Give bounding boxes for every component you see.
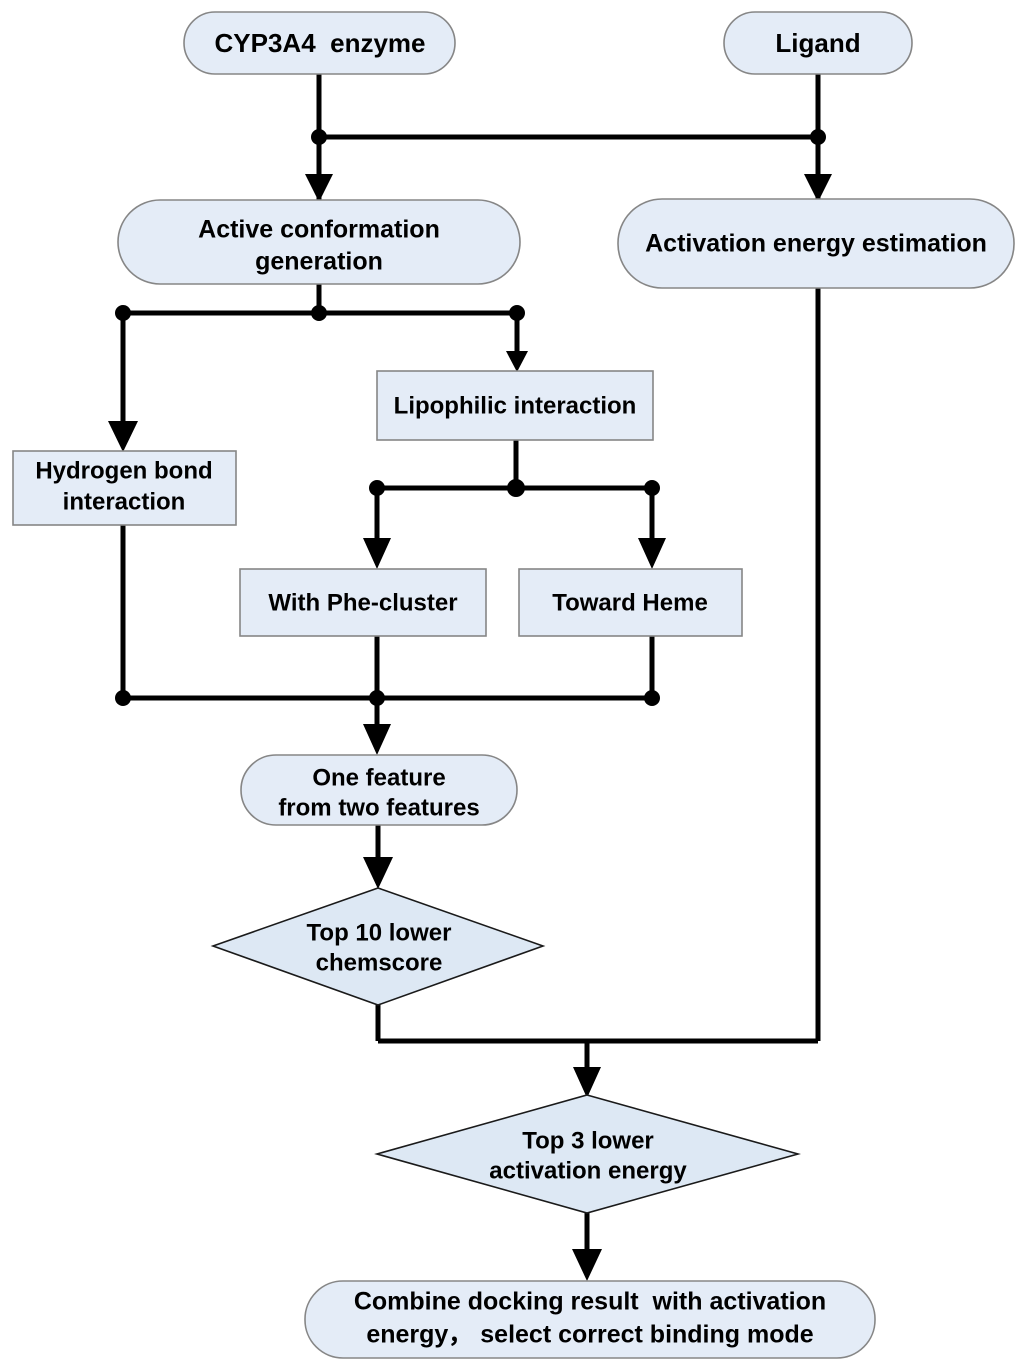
top-3-activation-label-line1: Top 3 lower: [522, 1127, 654, 1154]
junction-dot-rail1-center: [311, 305, 327, 321]
active-conformation-generation-shape[interactable]: [117, 199, 521, 285]
arrowhead-toward-heme: [638, 538, 666, 569]
one-feature-from-two-features-shape[interactable]: [240, 754, 518, 826]
connector-layer: [108, 73, 832, 1281]
activation-energy-estimation-shape[interactable]: [617, 198, 1015, 289]
arrowhead-one-feature: [363, 724, 391, 755]
arrowhead-top10-chemscore: [363, 857, 393, 889]
node-activation-energy-estimation[interactable]: Activation energy estimation: [617, 198, 1015, 289]
junction-dot-top-left: [311, 129, 327, 145]
active-conformation-generation-label-line1: Active conformation: [198, 216, 440, 244]
junction-dot-merge-left: [115, 690, 131, 706]
junction-dot-merge-right: [644, 690, 660, 706]
cyp3a4-enzyme-label: CYP3A4 enzyme: [215, 28, 426, 58]
combine-docking-result-shape[interactable]: [304, 1280, 876, 1359]
hydrogen-bond-interaction-shape[interactable]: [12, 450, 237, 526]
active-conformation-generation-label-line2: generation: [255, 248, 383, 276]
arrowhead-active-conformation: [305, 174, 333, 202]
top-10-chemscore-label-line2: chemscore: [316, 949, 443, 976]
arrowhead-with-phe-cluster: [363, 538, 391, 569]
one-feature-label-line2: from two features: [278, 794, 479, 821]
node-one-feature-from-two-features[interactable]: One feature from two features: [240, 754, 518, 826]
combine-docking-result-label-line2: energy， select correct binding mode: [366, 1321, 813, 1349]
lipophilic-interaction-shape[interactable]: [376, 370, 654, 441]
node-toward-heme[interactable]: Toward Heme: [518, 568, 743, 637]
node-lipophilic-interaction[interactable]: Lipophilic interaction: [376, 370, 654, 441]
top-10-chemscore-label-line1: Top 10 lower: [307, 919, 452, 946]
combine-docking-result-label-line1: Combine docking result with activation: [354, 1288, 826, 1316]
top-3-lower-activation-energy-shape[interactable]: [374, 1094, 801, 1214]
node-ligand[interactable]: Ligand: [723, 11, 913, 75]
arrowhead-activation-energy: [804, 174, 832, 202]
with-phe-cluster-label: With Phe-cluster: [268, 589, 457, 616]
activation-energy-estimation-label: Activation energy estimation: [645, 230, 987, 258]
node-top-3-lower-activation-energy[interactable]: Top 3 lower activation energy: [374, 1094, 801, 1214]
junction-dot-rail2-center: [507, 479, 525, 497]
node-top-10-lower-chemscore[interactable]: Top 10 lower chemscore: [210, 887, 546, 1006]
cyp3a4-enzyme-shape[interactable]: [183, 11, 456, 75]
with-phe-cluster-shape[interactable]: [239, 568, 487, 637]
hydrogen-bond-interaction-label-line2: interaction: [63, 488, 186, 515]
top-3-activation-label-line2: activation energy: [489, 1157, 687, 1184]
node-combine-docking-result[interactable]: Combine docking result with activation e…: [304, 1280, 876, 1359]
node-with-phe-cluster[interactable]: With Phe-cluster: [239, 568, 487, 637]
arrowhead-hydrogen-bond: [108, 421, 138, 452]
ligand-label: Ligand: [775, 28, 860, 58]
node-active-conformation-generation[interactable]: Active conformation generation: [117, 199, 521, 285]
lipophilic-interaction-label: Lipophilic interaction: [394, 392, 637, 419]
toward-heme-shape[interactable]: [518, 568, 743, 637]
junction-dot-top-right: [810, 129, 826, 145]
hydrogen-bond-interaction-label-line1: Hydrogen bond: [35, 457, 212, 484]
one-feature-label-line1: One feature: [312, 764, 445, 791]
top-10-lower-chemscore-shape[interactable]: [210, 887, 546, 1006]
arrowhead-top3-activation-energy: [573, 1067, 601, 1098]
arrowhead-lipophilic: [506, 351, 528, 372]
node-cyp3a4-enzyme[interactable]: CYP3A4 enzyme: [183, 11, 456, 75]
toward-heme-label: Toward Heme: [552, 589, 708, 616]
node-hydrogen-bond-interaction[interactable]: Hydrogen bond interaction: [12, 450, 237, 526]
ligand-shape[interactable]: [723, 11, 913, 75]
arrowhead-combine: [572, 1249, 602, 1281]
